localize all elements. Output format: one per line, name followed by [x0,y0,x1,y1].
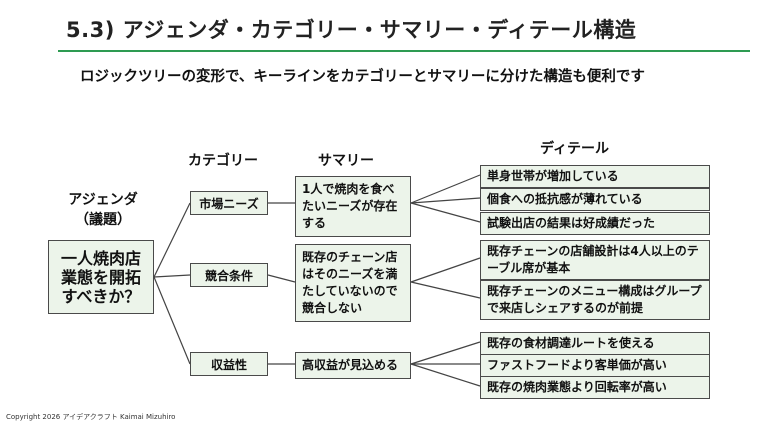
connector-agenda-cat1 [153,202,191,278]
detail-box-1: 単身世帯が増加している [480,165,710,188]
agenda-text-line3: すべきか？ [61,286,141,306]
category-header: カテゴリー [188,153,258,169]
copyright-notice: Copyright 2026 アイデアクラフト Kaimai Mizuhiro [6,413,176,421]
detail-text: 既存チェーンの店舗設計は4人以上のテーブル席が基本 [487,244,699,275]
connector-sum1-det3 [410,202,481,223]
connector-sum1-det2 [410,197,481,204]
connector-sum2-det5 [410,281,481,299]
detail-box-4: 既存チェーンの店舗設計は4人以上のテーブル席が基本 [480,240,710,280]
summary-box-3: 高収益が見込める [295,352,411,379]
summary-box-2: 既存のチェーン店はそのニーズを満たしていないので競合しない [295,244,411,322]
detail-text: ファストフードより客単価が高い [487,358,667,372]
title-underline [58,50,750,52]
connector-sum3-det8 [410,363,481,387]
page-title: 5.3) アジェンダ・カテゴリー・サマリー・ディテール構造 [66,18,637,42]
detail-box-8: 既存の焼肉業態より回転率が高い [480,376,710,399]
detail-box-2: 個食への抵抗感が薄れている [480,188,710,211]
category-box-profitability: 収益性 [190,352,268,376]
detail-header: ディテール [540,141,610,157]
detail-text: 既存チェーンのメニュー構成はグループで来店しシェアするのが前提 [487,284,702,315]
category-label: 収益性 [210,357,247,372]
summary-text: 既存のチェーン店はそのニーズを満たしていないので競合しない [302,250,398,315]
detail-text: 個食への抵抗感が薄れている [487,192,643,206]
category-label: 競合条件 [204,268,253,283]
summary-text: 1人で焼肉を食べたいニーズが存在する [302,182,398,230]
detail-text: 既存の食材調達ルートを使える [487,336,655,350]
agenda-label: アジェンダ （議題） [58,190,148,230]
summary-text: 高収益が見込める [302,358,399,372]
connector-sum1-det1 [410,174,481,204]
detail-text: 単身世帯が増加している [487,169,619,183]
detail-box-3: 試験出店の結果は好成績だった [480,212,710,235]
detail-text: 既存の焼肉業態より回転率が高い [487,380,667,394]
connector-agenda-cat3 [153,276,191,365]
connector-sum2-det4 [410,257,481,283]
connector-cat2-sum2 [267,274,296,283]
agenda-text-line2: 業態を開拓 [60,267,141,287]
summary-box-1: 1人で焼肉を食べたいニーズが存在する [295,176,411,237]
category-box-competition: 競合条件 [190,263,268,287]
detail-box-6: 既存の食材調達ルートを使える [480,332,710,355]
detail-box-7: ファストフードより客単価が高い [480,354,710,377]
agenda-box: 一人焼肉店 業態を開拓 すべきか？ [48,240,154,314]
detail-box-5: 既存チェーンのメニュー構成はグループで来店しシェアするのが前提 [480,280,710,320]
category-box-market-needs: 市場ニーズ [190,191,268,215]
agenda-label-line1: アジェンダ [68,192,138,208]
summary-header: サマリー [318,153,374,169]
connector-agenda-cat2 [153,274,191,278]
agenda-text-line1: 一人焼肉店 [60,248,141,268]
connector-sum3-det6 [410,341,481,365]
category-label: 市場ニーズ [199,196,259,211]
lead-text: ロジックツリーの変形で、キーラインをカテゴリーとサマリーに分けた構造も便利です [80,69,645,85]
agenda-label-line2: （議題） [75,212,131,228]
detail-text: 試験出店の結果は好成績だった [487,216,656,230]
